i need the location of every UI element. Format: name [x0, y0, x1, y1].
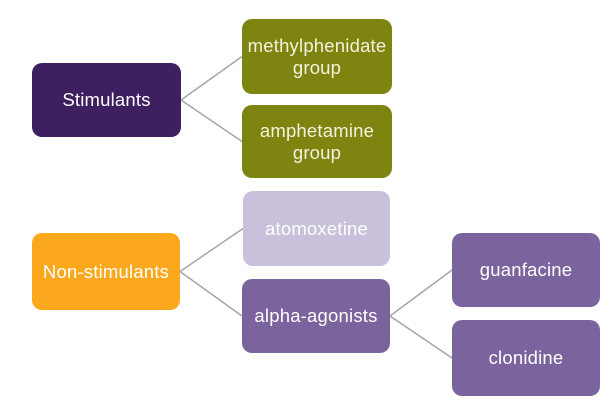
node-clonidine: clonidine: [452, 320, 600, 396]
node-label-atomoxetine: atomoxetine: [265, 217, 368, 239]
node-non-stimulants: Non-stimulants: [32, 233, 180, 310]
node-methylphenidate: methylphenidate group: [242, 19, 392, 94]
node-label-amphetamine: amphetamine group: [259, 119, 375, 163]
node-alpha-agonists: alpha-agonists: [242, 279, 390, 353]
node-label-stimulants: Stimulants: [62, 89, 151, 111]
connector-line-stimulants-amphetamine: [180, 99, 243, 143]
connector-line-alpha-agonists-clonidine: [389, 315, 453, 359]
connector-line-non-stimulants-atomoxetine: [179, 227, 244, 273]
node-atomoxetine: atomoxetine: [243, 191, 390, 266]
node-guanfacine: guanfacine: [452, 233, 600, 307]
connector-line-non-stimulants-alpha-agonists: [179, 270, 243, 317]
node-amphetamine: amphetamine group: [242, 105, 392, 178]
node-label-methylphenidate: methylphenidate group: [247, 34, 387, 78]
connector-line-stimulants-methylphenidate: [180, 55, 243, 101]
node-label-clonidine: clonidine: [488, 347, 564, 369]
node-label-non-stimulants: Non-stimulants: [42, 260, 170, 282]
node-label-guanfacine: guanfacine: [479, 259, 573, 281]
node-label-alpha-agonists: alpha-agonists: [254, 305, 378, 327]
node-stimulants: Stimulants: [32, 63, 181, 137]
connector-line-alpha-agonists-guanfacine: [389, 269, 453, 317]
